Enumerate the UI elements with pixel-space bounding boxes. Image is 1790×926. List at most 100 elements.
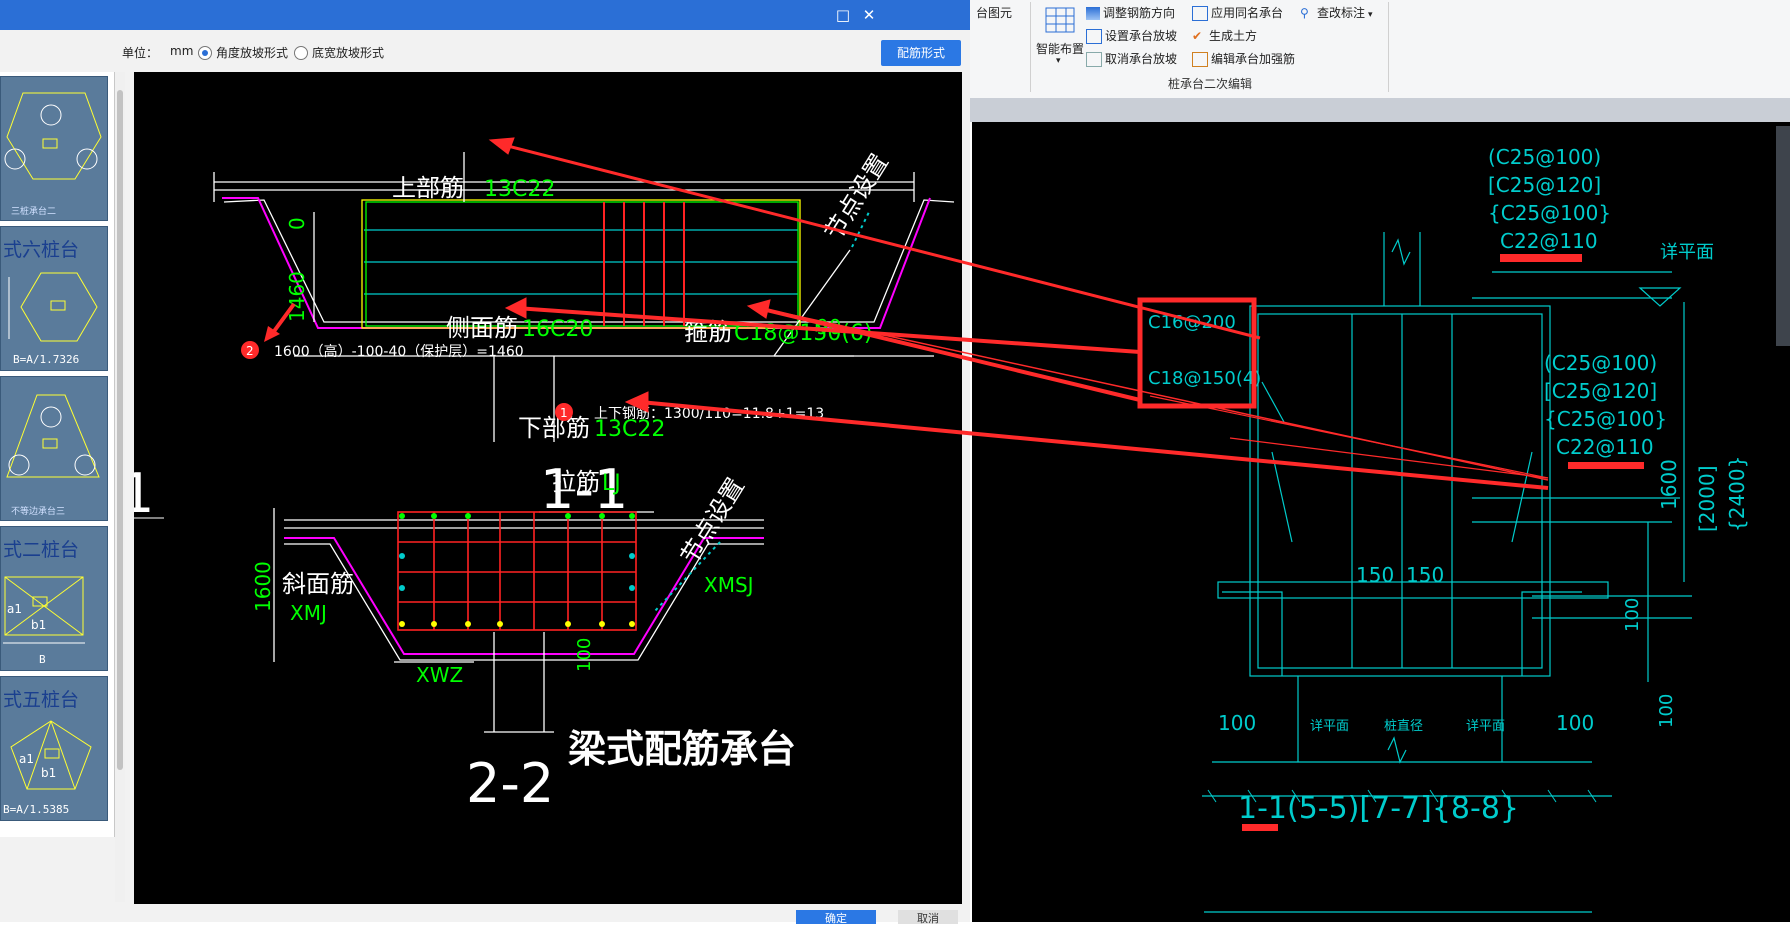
highlight-bar-bottom bbox=[1242, 824, 1278, 831]
detail-dim-ticks bbox=[1207, 789, 1597, 803]
dim-100-label: 100 bbox=[574, 638, 595, 672]
c18-label: C18@150(4) bbox=[1148, 368, 1261, 389]
thumb-title: 式二桩台 bbox=[3, 539, 80, 561]
section-1-title: 1-1 bbox=[540, 458, 628, 521]
chevron-down-icon: ▾ bbox=[1368, 10, 1373, 20]
drawing-title: 梁式配筋承台 bbox=[568, 727, 796, 771]
cap-thumb-six-pile[interactable]: 式六桩台 B=A/1.7326 bbox=[0, 226, 108, 371]
cap-detail-drawing: (C25@100) [C25@120] {C25@100} C22@110 详平… bbox=[1137, 145, 1749, 913]
badge-2-number: 2 bbox=[246, 344, 254, 358]
badge-2 bbox=[241, 341, 259, 359]
thumb-caption: 不等边承台三 bbox=[11, 507, 66, 517]
generate-earthwork-button[interactable]: ✔生成土方 bbox=[1192, 27, 1257, 44]
section-2-outline bbox=[273, 508, 764, 733]
rebar-r7: {C25@100} bbox=[1544, 407, 1667, 431]
rebar-r1: (C25@100) bbox=[1488, 145, 1601, 169]
set-slope-label: 设置承台放坡 bbox=[1105, 29, 1178, 43]
cancel-slope-button[interactable]: 取消承台放坡 bbox=[1086, 50, 1177, 67]
edit-reinforce-icon bbox=[1192, 52, 1208, 67]
big-one-label: 1 bbox=[134, 462, 154, 525]
detail-section-title: 1-1(5-5)[7-7]{8-8} bbox=[1238, 791, 1519, 826]
slope-label: 斜面筋 bbox=[282, 570, 354, 598]
bottom-rebar-label: 下部筋 bbox=[518, 414, 590, 442]
list-scrollbar-thumb[interactable] bbox=[117, 90, 123, 770]
annotation-arrow-2 bbox=[270, 302, 296, 336]
set-slope-button[interactable]: 设置承台放坡 bbox=[1086, 27, 1177, 44]
view-tool-strip[interactable] bbox=[1776, 126, 1790, 346]
unit-label: 单位： bbox=[122, 46, 159, 60]
zero-label: 0 bbox=[285, 217, 309, 230]
apply-same-label: 应用同名承台 bbox=[1211, 6, 1284, 20]
rebar-r2: [C25@120] bbox=[1488, 173, 1601, 197]
xiangpingmian-label: 详平面 bbox=[1660, 242, 1714, 263]
dim-2000: [2000] bbox=[1695, 465, 1719, 532]
svg-text:a1: a1 bbox=[19, 752, 34, 766]
thumb-caption: B=A/1.5385 bbox=[3, 803, 70, 816]
rebar-r3: {C25@100} bbox=[1488, 201, 1611, 225]
cad-preview-canvas[interactable]: 上部筋 13C22 侧面筋 16C20 箍筋 C18@150(6) 下部筋 13… bbox=[134, 72, 962, 904]
radio-angle-label: 角度放坡形式 bbox=[216, 46, 289, 60]
smart-layout-button[interactable]: 智能布置 ▾ bbox=[1036, 6, 1086, 86]
cap-thumb-two-pile[interactable]: 式二桩台 a1 b1 B bbox=[0, 526, 108, 671]
cap-thumb-three-pile[interactable]: 三桩承台二 bbox=[0, 76, 108, 221]
five-pile-diagram: a1 b1 bbox=[10, 720, 92, 790]
dim-100-b: 100 bbox=[1656, 694, 1677, 728]
note-2: 1600（高）-100-40（保护层）=1460 bbox=[274, 343, 524, 360]
two-pile-diagram: a1 b1 bbox=[3, 576, 85, 644]
chevron-down-icon: ▾ bbox=[1056, 56, 1061, 66]
radio-width-label: 底宽放坡形式 bbox=[312, 46, 385, 60]
side-rebar-label: 侧面筋 bbox=[446, 314, 518, 342]
rebar-r8: C22@110 bbox=[1556, 435, 1654, 459]
radio-angle-slope[interactable] bbox=[198, 46, 212, 60]
unequal-three-diagram bbox=[6, 394, 100, 478]
arrow-head-2 bbox=[264, 326, 280, 342]
badge-1-number: 1 bbox=[560, 406, 568, 420]
apply-same-name-button[interactable]: 应用同名承台 bbox=[1192, 4, 1283, 21]
edit-reinforce-label: 编辑承台加强筋 bbox=[1211, 52, 1296, 66]
dim-pile-diameter: 桩直径 bbox=[1384, 719, 1423, 734]
ribbon-separator bbox=[1388, 2, 1389, 92]
smart-layout-icon bbox=[1045, 7, 1075, 33]
side-rebar-value: 16C20 bbox=[522, 317, 593, 342]
rebar-config-button[interactable]: 配筋形式 bbox=[881, 40, 961, 66]
section-1-outline bbox=[213, 152, 955, 513]
cap-type-list: 三桩承台二 式六桩台 B=A/1.7326 不等边承台三 式二 bbox=[0, 72, 115, 837]
rebar-r6: [C25@120] bbox=[1544, 379, 1657, 403]
adjust-direction-button[interactable]: 调整钢筋方向 bbox=[1086, 4, 1175, 21]
height-1600-label: 1600 bbox=[251, 561, 275, 612]
svg-text:b1: b1 bbox=[31, 618, 46, 632]
rebar-r5: (C25@100) bbox=[1544, 351, 1657, 375]
svg-text:b1: b1 bbox=[41, 766, 56, 780]
thumb-caption: B=A/1.7326 bbox=[13, 353, 80, 366]
top-rebar-label: 上部筋 bbox=[392, 174, 464, 202]
thumb-caption: 三桩承台二 bbox=[11, 207, 57, 217]
note-1: 上下钢筋：1300/110=11.8+1=13 bbox=[594, 405, 824, 422]
dim-xpm-1: 详平面 bbox=[1310, 719, 1349, 734]
cap-thumb-unequal-three[interactable]: 不等边承台三 bbox=[0, 376, 108, 521]
thumb-title: 式六桩台 bbox=[3, 239, 80, 261]
section-2-bar-dots bbox=[399, 513, 635, 627]
check-label-button[interactable]: ⚲ 查改标注▾ bbox=[1300, 4, 1373, 21]
tie-value: LJ bbox=[602, 471, 621, 496]
svg-text:a1: a1 bbox=[7, 602, 22, 616]
maximize-icon[interactable]: □ bbox=[835, 6, 851, 24]
ribbon-separator bbox=[1030, 2, 1031, 92]
badge-1 bbox=[555, 403, 573, 421]
set-slope-icon bbox=[1086, 29, 1102, 44]
radio-width-slope[interactable] bbox=[294, 46, 308, 60]
ribbon-partial-label: 台图元 bbox=[976, 6, 1013, 20]
search-edit-icon: ⚲ bbox=[1300, 6, 1309, 20]
apply-same-icon bbox=[1192, 6, 1208, 21]
cad-main-canvas[interactable]: (C25@100) [C25@120] {C25@100} C22@110 详平… bbox=[972, 122, 1790, 922]
check-label-text: 查改标注 bbox=[1317, 6, 1366, 20]
adjust-direction-label: 调整钢筋方向 bbox=[1103, 6, 1176, 20]
dim-150-b: 150 bbox=[1406, 563, 1444, 587]
thumb-title: 式五桩台 bbox=[3, 689, 80, 711]
close-icon[interactable]: ✕ bbox=[862, 6, 876, 24]
section-2-title: 2-2 bbox=[466, 752, 554, 815]
dim-1600: 1600 bbox=[1657, 459, 1681, 510]
edit-reinforce-button[interactable]: 编辑承台加强筋 bbox=[1192, 50, 1295, 67]
slope-value: XMJ bbox=[290, 601, 327, 625]
cap-thumb-five-pile[interactable]: 式五桩台 a1 b1 B=A/1.5385 bbox=[0, 676, 108, 821]
